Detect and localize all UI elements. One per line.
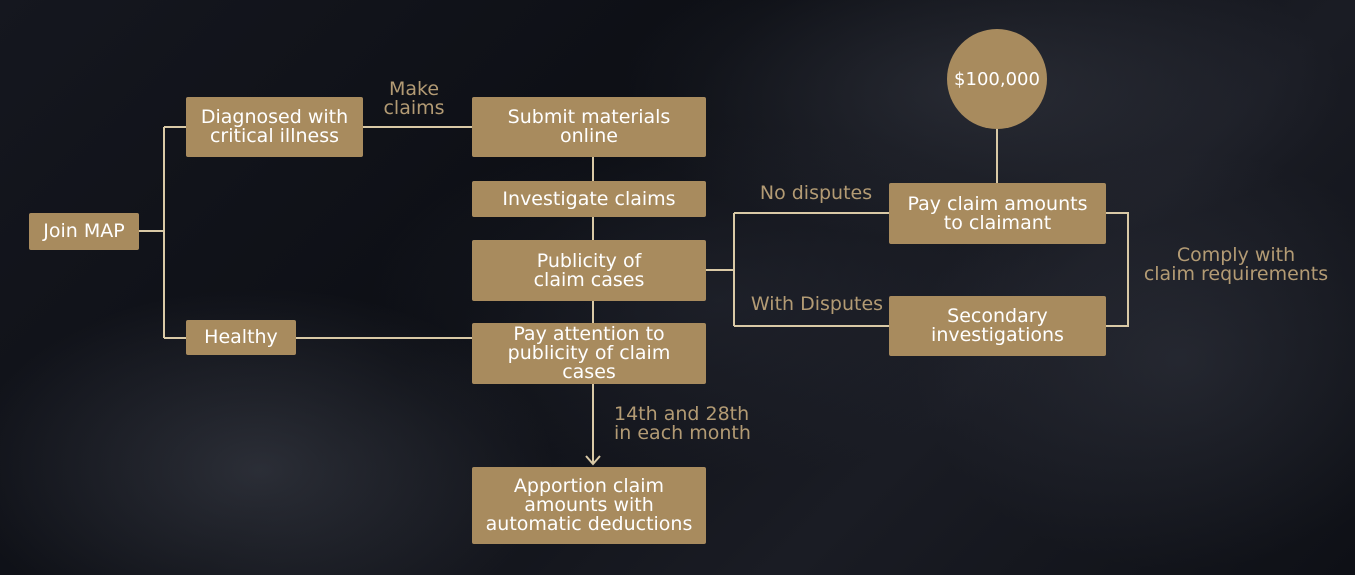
node-amount-circle: $100,000 (947, 29, 1047, 129)
node-submit-materials: Submit materials online (472, 97, 706, 157)
label-schedule: 14th and 28th in each month (614, 403, 751, 444)
node-secondary-investigations: Secondary investigations (889, 296, 1106, 356)
label-comply: Comply with claim requirements (1143, 244, 1329, 285)
node-pay-attention: Pay attention to publicity of claim case… (472, 323, 706, 384)
label-with-disputes: With Disputes (750, 293, 884, 315)
node-publicity: Publicity of claim cases (472, 240, 706, 301)
label-no-disputes: No disputes (759, 182, 873, 204)
node-apportion: Apportion claim amounts with automatic d… (472, 467, 706, 544)
node-pay-claim: Pay claim amounts to claimant (889, 183, 1106, 244)
node-healthy: Healthy (186, 320, 296, 355)
node-investigate-claims: Investigate claims (472, 181, 706, 217)
node-join-map: Join MAP (29, 213, 139, 250)
label-make-claims: Make claims (383, 78, 445, 119)
node-diagnosed: Diagnosed with critical illness (186, 97, 363, 157)
